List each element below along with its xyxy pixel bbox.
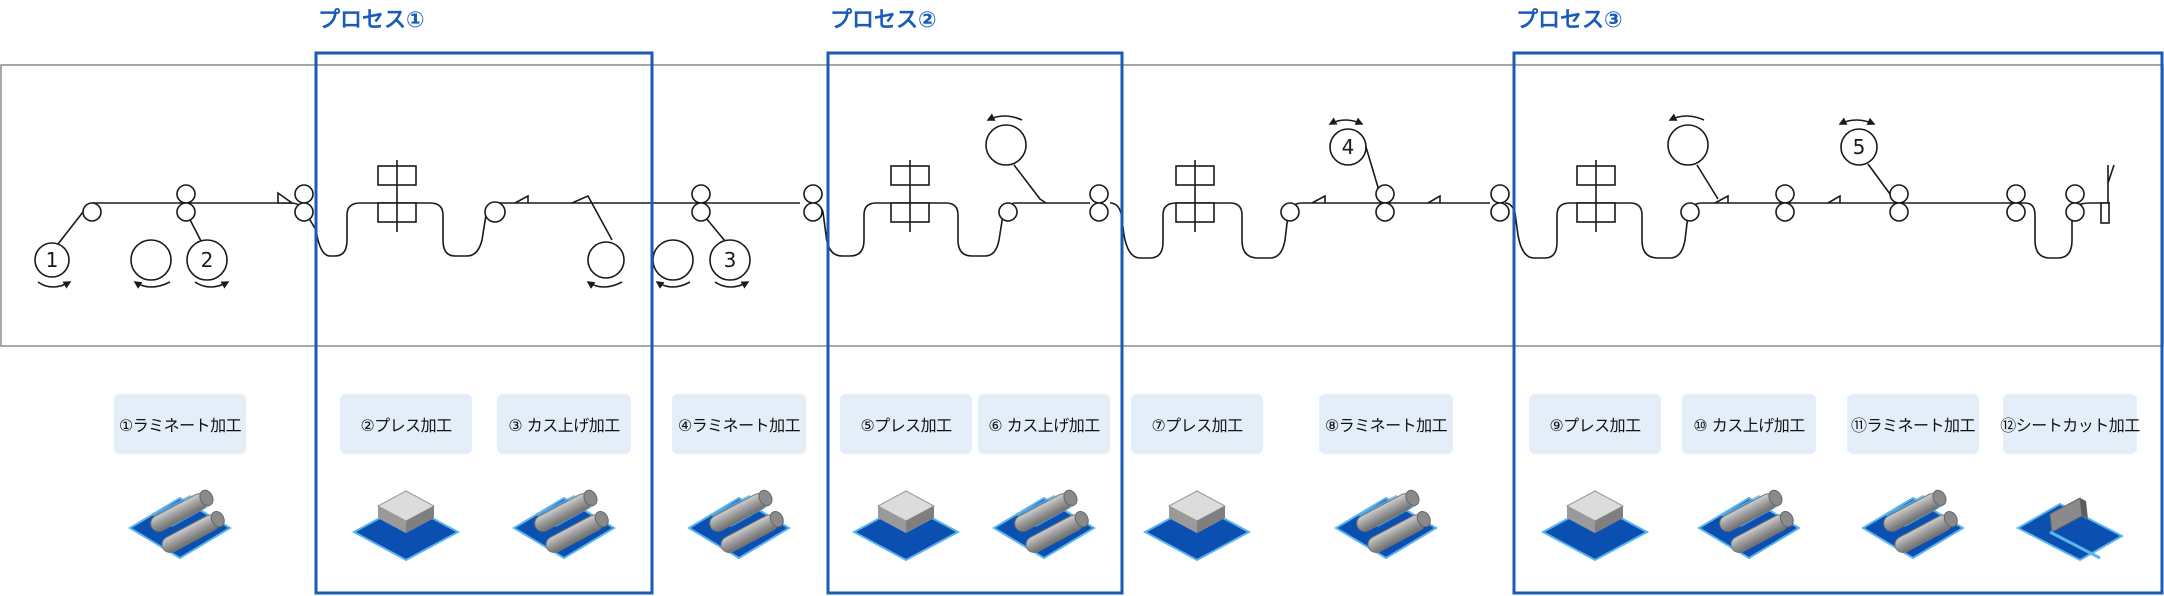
laminate-icon [504, 470, 624, 570]
laminate-icon [1689, 470, 1809, 570]
scrap-roll-1 [514, 194, 625, 289]
process-box-3 [1512, 51, 2164, 595]
nip-rolls-1 [277, 184, 506, 223]
roll-number-5: 5 [1853, 135, 1866, 159]
press-station-mid [1175, 117, 1510, 232]
roll-number-2: 2 [201, 248, 214, 272]
process-box-1 [314, 51, 654, 595]
step-label-2: ②プレス加工 [340, 394, 472, 454]
press-icon [1137, 470, 1257, 570]
cut-icon [2010, 470, 2130, 570]
laminate-icon [1326, 470, 1446, 570]
press-station-2 [890, 113, 1109, 232]
line-frame [0, 64, 2164, 347]
step-label-12: ⑫シートカット加工 [2000, 394, 2140, 454]
unwind-roll-1 [34, 202, 102, 289]
roll-number-3: 3 [724, 248, 737, 272]
process-box-2 [826, 51, 1124, 595]
laminate-icon [1853, 470, 1973, 570]
step-label-3: ③ カス上げ加工 [497, 394, 631, 454]
process-boxes [314, 51, 2164, 595]
roll-number-1: 1 [46, 248, 59, 272]
laminate-icon [984, 470, 1104, 570]
press-station-1 [377, 160, 417, 232]
roll-number-4: 4 [1342, 135, 1355, 159]
process-title-1: プロセス① [318, 8, 425, 33]
rewind-roll-2 [130, 184, 230, 289]
step-label-8: ⑧ラミネート加工 [1319, 394, 1453, 454]
step-label-10: ⑩ カス上げ加工 [1682, 394, 1816, 454]
step-label-6: ⑥ カス上げ加工 [978, 394, 1110, 454]
process-title-3: プロセス③ [1516, 8, 1623, 33]
step-label-4: ④ラミネート加工 [672, 394, 806, 454]
step-label-5: ⑤プレス加工 [840, 394, 972, 454]
laminate-roll-3 [652, 184, 823, 289]
laminate-icon [120, 470, 240, 570]
step-label-7: ⑦プレス加工 [1131, 394, 1263, 454]
press-station-3 [1576, 113, 2115, 232]
process-title-2: プロセス② [830, 8, 937, 33]
press-icon [846, 470, 966, 570]
press-icon [1535, 470, 1655, 570]
step-label-11: ⑪ラミネート加工 [1847, 394, 1979, 454]
step-label-1: ①ラミネート加工 [114, 394, 246, 454]
laminate-icon [679, 470, 799, 570]
step-label-9: ⑨プレス加工 [1529, 394, 1661, 454]
press-icon [346, 470, 466, 570]
